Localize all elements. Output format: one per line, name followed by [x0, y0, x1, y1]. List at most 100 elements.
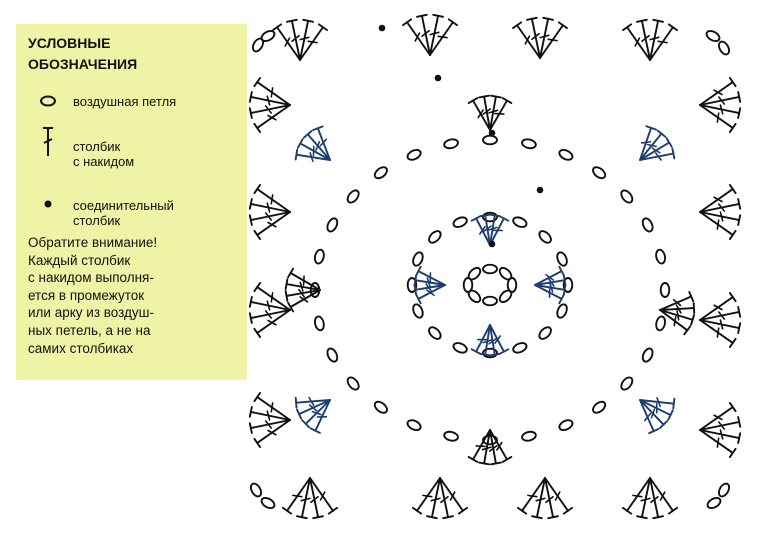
chain-stitch: [512, 342, 528, 354]
double-crochet-stitch: [699, 202, 741, 213]
chain-stitch: [260, 496, 276, 510]
double-crochet-stitch: [716, 327, 720, 338]
chain-stitch: [482, 295, 498, 307]
double-crochet-stitch: [417, 270, 446, 286]
double-crochet-stitch: [488, 337, 498, 345]
double-crochet-stitch: [282, 506, 293, 515]
double-crochet-stitch: [650, 408, 656, 419]
double-crochet-stitch: [414, 32, 421, 42]
chain-stitch: [556, 303, 568, 319]
double-crochet-stitch: [675, 304, 682, 314]
double-crochet-stitch: [737, 91, 742, 103]
double-crochet-stitch: [639, 141, 671, 161]
double-crochet-stitch: [654, 152, 662, 161]
double-crochet-stitch: [667, 409, 674, 421]
double-crochet-stitch: [640, 140, 652, 144]
double-crochet-stitch: [467, 455, 479, 463]
double-crochet-stitch: [713, 304, 723, 311]
double-crochet-stitch: [253, 392, 262, 403]
double-crochet-stitch: [267, 429, 277, 436]
double-crochet-stitch: [310, 495, 319, 504]
chain-stitch: [558, 419, 574, 432]
double-crochet-stitch: [713, 196, 723, 203]
double-crochet-stitch: [249, 309, 291, 320]
double-crochet-stitch: [442, 515, 454, 520]
double-crochet-stitch: [253, 282, 262, 293]
chain-stitch: [641, 347, 654, 363]
double-crochet-stitch: [256, 81, 291, 106]
double-crochet-stitch: [270, 292, 274, 303]
double-crochet-stitch: [300, 497, 311, 502]
double-crochet-stitch: [544, 477, 569, 512]
chain-stitch: [443, 430, 459, 442]
double-crochet-stitch: [276, 26, 301, 61]
chain-stitch: [443, 138, 459, 150]
chain-stitch: [373, 400, 388, 414]
double-crochet-stitch: [420, 14, 431, 56]
double-crochet-stitch: [284, 37, 291, 47]
chain-stitch: [705, 29, 721, 43]
double-crochet-stitch: [319, 138, 328, 147]
double-crochet-stitch: [699, 211, 734, 236]
chain-stitch: [406, 277, 418, 293]
double-crochet-stitch: [285, 289, 321, 297]
double-crochet-stitch: [249, 410, 291, 421]
double-crochet-stitch: [558, 293, 565, 305]
double-crochet-stitch: [249, 419, 291, 430]
double-crochet-stitch: [416, 13, 428, 18]
double-crochet-stitch: [291, 34, 300, 43]
chain-stitch: [428, 326, 442, 340]
double-crochet-stitch: [535, 497, 546, 502]
chain-stitch: [313, 248, 325, 265]
double-crochet-stitch: [737, 322, 742, 334]
double-crochet-stitch: [479, 352, 492, 357]
double-crochet-icon: [43, 127, 53, 156]
double-crochet-stitch: [640, 19, 651, 61]
double-crochet-stitch: [737, 198, 742, 210]
double-crochet-stitch: [494, 335, 502, 345]
double-crochet-stitch: [284, 278, 289, 290]
chain-stitch: [482, 263, 498, 275]
double-crochet-stitch: [306, 133, 331, 161]
double-crochet-stitch: [266, 95, 271, 106]
double-crochet-stitch: [479, 213, 492, 218]
double-crochet-stitch: [470, 348, 482, 355]
chain-stitch: [452, 216, 468, 228]
chain-stitch: [428, 230, 442, 244]
double-crochet-stitch: [299, 142, 331, 161]
double-crochet-stitch: [412, 506, 423, 515]
double-crochet-stitch: [699, 429, 734, 454]
double-crochet-stitch: [248, 312, 253, 324]
double-crochet-stitch: [672, 397, 676, 410]
double-crochet-stitch: [516, 24, 541, 59]
chain-stitch: [558, 148, 574, 161]
double-crochet-stitch: [249, 95, 291, 106]
double-crochet-stitch: [639, 152, 675, 161]
double-crochet-stitch: [645, 125, 657, 131]
double-crochet-stitch: [489, 217, 505, 246]
double-crochet-stitch: [487, 226, 498, 231]
double-crochet-stitch: [717, 421, 726, 430]
chain-stitch: [412, 251, 424, 267]
legend-note: Обратите внимание! Каждый столбик с наки…: [28, 235, 158, 356]
double-crochet-stitch: [562, 506, 573, 515]
double-crochet-stitch: [521, 477, 546, 512]
chain-oval-icon: [40, 95, 56, 107]
chain-stitch: [592, 166, 607, 180]
double-crochet-stitch: [426, 515, 438, 520]
double-crochet-stitch: [558, 265, 565, 277]
double-crochet-stitch: [490, 461, 502, 466]
double-crochet-stitch: [482, 108, 492, 116]
double-crochet-stitch: [699, 319, 734, 344]
double-crochet-stitch: [636, 18, 648, 23]
double-crochet-stitch: [256, 419, 291, 444]
double-crochet-stitch: [249, 211, 291, 222]
double-crochet-stitch: [475, 445, 486, 448]
double-crochet-stitch: [728, 184, 737, 195]
chain-stitch: [498, 266, 513, 281]
double-crochet-stitch: [294, 148, 299, 161]
double-crochet-stitch: [264, 420, 273, 429]
chain-stitch: [452, 342, 468, 354]
double-crochet-stitch: [439, 477, 450, 519]
legend-title-line2: ОБОЗНАЧЕНИЯ: [28, 56, 138, 72]
